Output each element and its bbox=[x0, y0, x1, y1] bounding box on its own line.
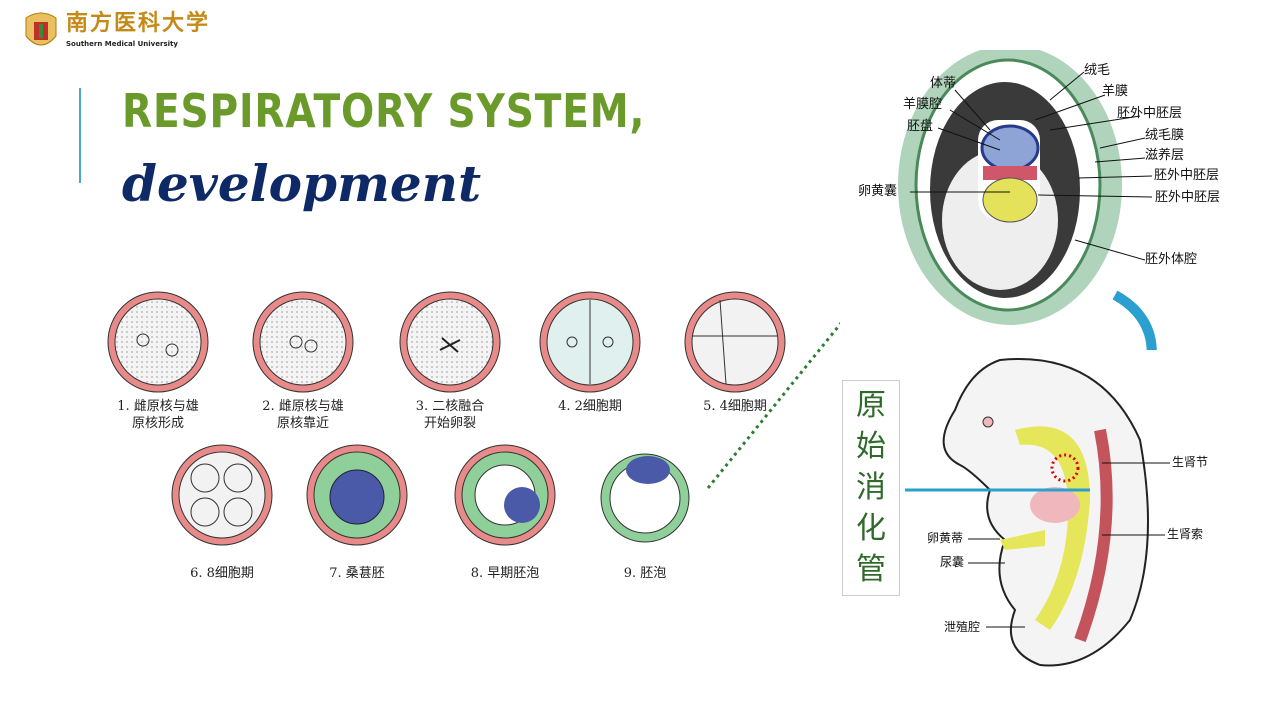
chorion-label: 胚盘 bbox=[907, 119, 934, 134]
callout-char: 管 bbox=[856, 552, 886, 588]
embryo-label: 生肾索 bbox=[1167, 527, 1204, 541]
chorion-label: 胚外中胚层 bbox=[1117, 106, 1183, 121]
logo-english-name: Southern Medical University bbox=[66, 40, 178, 48]
stage-label: 1. 雌原核与雄 原核形成 bbox=[117, 399, 199, 431]
chorion-label: 滋养层 bbox=[1145, 148, 1185, 163]
stage-label: 2. 雌原核与雄 原核靠近 bbox=[262, 399, 344, 431]
stage-4-cell bbox=[539, 291, 641, 393]
slide-subtitle: development bbox=[122, 154, 482, 213]
chorion-label: 绒毛 bbox=[1084, 63, 1111, 78]
chorion-label: 胚外中胚层 bbox=[1155, 190, 1221, 205]
dotted-arrow bbox=[706, 321, 840, 489]
university-emblem-icon bbox=[25, 12, 57, 46]
stage-3-cell bbox=[399, 291, 501, 393]
curved-arrow-icon bbox=[1112, 290, 1157, 350]
chorionic-sac-illustration bbox=[898, 50, 1157, 350]
stage-label: 5. 4细胞期 bbox=[703, 399, 767, 414]
stage-label: 9. 胚泡 bbox=[623, 566, 667, 581]
primitive-gut-callout: 原 始 消 化 管 bbox=[842, 380, 900, 596]
stage-label: 8. 早期胚泡 bbox=[470, 566, 540, 581]
stage-8-early-blastocyst bbox=[454, 444, 556, 546]
logo-chinese-name: 南方医科大学 bbox=[66, 10, 211, 36]
stage-6-cell bbox=[171, 444, 273, 546]
callout-char: 始 bbox=[856, 428, 886, 464]
cleavage-illustrations bbox=[107, 291, 840, 546]
embryo-label: 卵黄蒂 bbox=[927, 531, 964, 545]
stage-label: 3. 二核融合 开始卵裂 bbox=[415, 399, 485, 431]
stage-label: 4. 2细胞期 bbox=[558, 399, 622, 414]
stage-1-cell bbox=[107, 291, 209, 393]
chorion-label: 卵黄囊 bbox=[858, 184, 898, 199]
chorion-label: 胚外中胚层 bbox=[1154, 168, 1220, 183]
callout-char: 化 bbox=[856, 511, 886, 547]
embryo-label: 生肾节 bbox=[1172, 455, 1209, 469]
chorion-label: 羊膜腔 bbox=[903, 97, 943, 112]
chorion-label: 胚外体腔 bbox=[1145, 252, 1198, 267]
slide-title: RESPIRATORY SYSTEM, bbox=[122, 84, 646, 138]
stage-label: 7. 桑葚胚 bbox=[329, 566, 385, 581]
stage-9-blastocyst bbox=[600, 453, 690, 543]
stage-5-cell bbox=[684, 291, 786, 393]
stage-7-morula bbox=[306, 444, 408, 546]
stage-label: 6. 8细胞期 bbox=[190, 566, 254, 581]
chorion-label: 绒毛膜 bbox=[1145, 128, 1185, 143]
embryo-sagittal-illustration bbox=[905, 358, 1170, 667]
title-accent-bar bbox=[79, 88, 81, 183]
chorion-label: 羊膜 bbox=[1102, 84, 1129, 99]
embryo-label: 泄殖腔 bbox=[944, 620, 981, 634]
chorion-label: 体蒂 bbox=[930, 76, 957, 91]
callout-char: 原 bbox=[856, 387, 886, 423]
callout-char: 消 bbox=[856, 469, 886, 505]
stage-2-cell bbox=[252, 291, 354, 393]
embryo-label: 尿囊 bbox=[940, 555, 965, 569]
